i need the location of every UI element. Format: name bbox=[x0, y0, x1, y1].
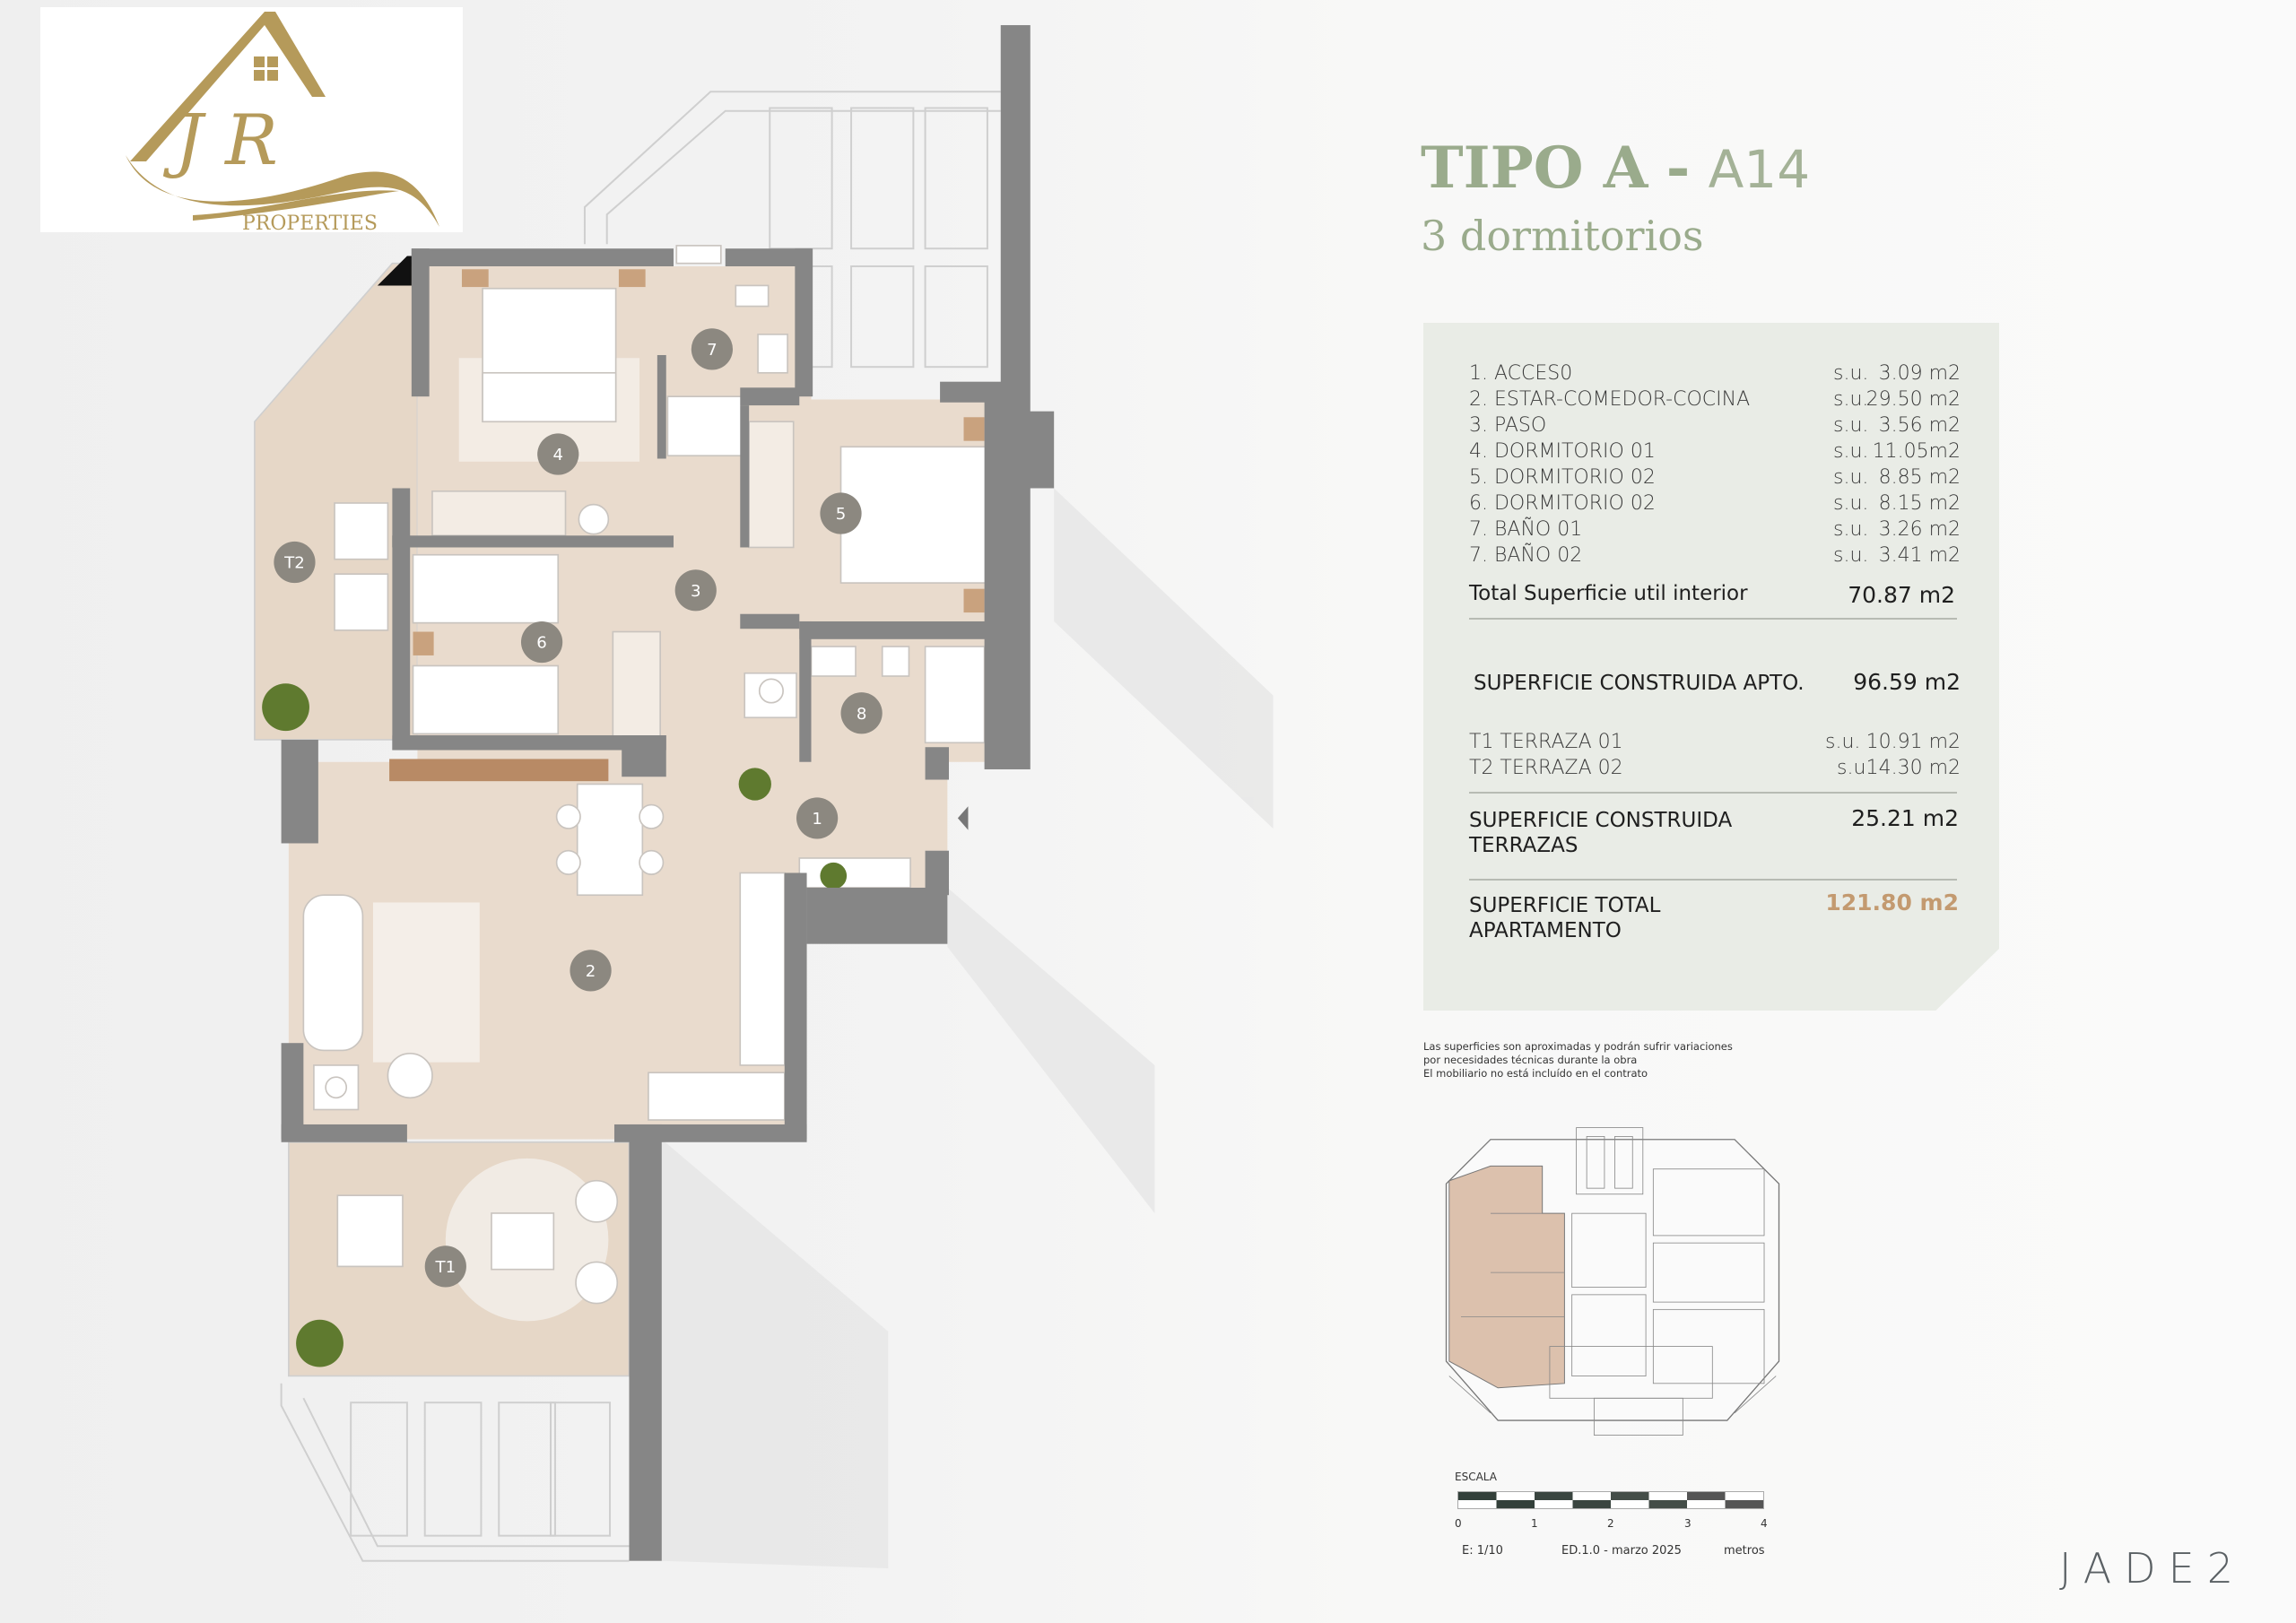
svg-text:T1: T1 bbox=[435, 1258, 457, 1277]
scale-title: ESCALA bbox=[1455, 1471, 1497, 1483]
key-plan bbox=[1445, 1127, 1780, 1436]
scale-unit: metros bbox=[1724, 1544, 1765, 1558]
scale-tick: 2 bbox=[1607, 1517, 1614, 1530]
entrance-arrow-icon bbox=[957, 806, 969, 830]
unit-code: A14 bbox=[1708, 139, 1811, 200]
svg-text:8: 8 bbox=[857, 705, 867, 724]
marker-room-8: 8 bbox=[840, 692, 883, 734]
walls bbox=[281, 25, 1055, 1561]
svg-text:7: 7 bbox=[707, 341, 718, 360]
divider bbox=[1469, 618, 1957, 620]
marker-room-6: 6 bbox=[520, 621, 563, 664]
shower bbox=[924, 646, 986, 744]
sun-shadows bbox=[661, 488, 1274, 1568]
note: Las superficies son aproximadas y podrán… bbox=[1423, 1040, 1733, 1053]
terraces-built-label: SUPERFICIE CONSTRUIDA TERRAZAS bbox=[1469, 809, 1733, 857]
unit-type: TIPO A bbox=[1421, 135, 1648, 202]
svg-text:PROPERTIES: PROPERTIES bbox=[242, 213, 378, 232]
marker-room-3: 3 bbox=[674, 569, 717, 612]
bedrooms-subtitle: 3 dormitorios bbox=[1421, 212, 1704, 260]
title-separator: - bbox=[1665, 135, 1691, 202]
bed-bedroom-5 bbox=[839, 446, 987, 584]
wardrobe bbox=[431, 490, 567, 537]
plants bbox=[262, 683, 848, 1367]
built-area-value: 96.59 m2 bbox=[1853, 669, 1961, 695]
dining-table bbox=[576, 783, 644, 897]
neighbour-outlines bbox=[280, 91, 1001, 1562]
note: El mobiliario no está incluído en el con… bbox=[1423, 1067, 1648, 1080]
marker-room-2: 2 bbox=[570, 950, 612, 992]
disclaimer-notes: Las superficies son aproximadas y podrán… bbox=[1423, 1040, 1733, 1081]
shower bbox=[666, 395, 743, 457]
terrace-table bbox=[336, 1194, 404, 1268]
svg-text:2: 2 bbox=[586, 962, 596, 981]
grand-total-label: SUPERFICIE TOTAL APARTAMENTO bbox=[1469, 894, 1661, 942]
svg-text:J R: J R bbox=[162, 100, 278, 181]
scale-tick: 4 bbox=[1761, 1517, 1768, 1530]
marker-room-5: 5 bbox=[820, 492, 862, 534]
marker-terrace-t2: T2 bbox=[274, 541, 316, 584]
marker-room-7: 7 bbox=[691, 328, 734, 370]
kitchen-counter bbox=[739, 872, 786, 1066]
svg-text:1: 1 bbox=[812, 810, 822, 829]
interior-total-row: Total Superficie util interior 70.87 m2 bbox=[1469, 582, 1955, 608]
scale-tick: 0 bbox=[1455, 1517, 1462, 1530]
bed-bedroom-6b bbox=[412, 664, 560, 735]
wardrobe bbox=[612, 630, 661, 740]
bed-bedroom-6a bbox=[412, 553, 560, 624]
jade2-brand-logo: JADE2 bbox=[2059, 1544, 2246, 1593]
svg-text:3: 3 bbox=[691, 582, 701, 601]
edition-date: ED.1.0 - marzo 2025 bbox=[1561, 1544, 1682, 1558]
marker-terrace-t1: T1 bbox=[424, 1245, 466, 1288]
sofa bbox=[302, 894, 364, 1052]
scale-ratio: E: 1/10 bbox=[1462, 1544, 1503, 1558]
svg-text:5: 5 bbox=[836, 505, 847, 524]
room-markers: 1 2 3 4 5 6 7 8 T1 T2 bbox=[274, 328, 883, 1288]
scale-tick: 3 bbox=[1684, 1517, 1692, 1530]
marker-room-1: 1 bbox=[796, 797, 839, 839]
svg-text:T2: T2 bbox=[283, 554, 305, 573]
furniture bbox=[302, 245, 987, 1322]
note: por necesidades técnicas durante la obra bbox=[1423, 1054, 1638, 1066]
unit-type-title: TIPO A - A14 bbox=[1421, 135, 1810, 202]
divider bbox=[1469, 879, 1957, 881]
svg-text:4: 4 bbox=[552, 446, 563, 464]
terraces-built-value: 25.21 m2 bbox=[1851, 805, 1959, 831]
scale-bar bbox=[1457, 1491, 1764, 1509]
built-area-label: SUPERFICIE CONSTRUIDA APTO. bbox=[1474, 672, 1805, 695]
grand-total-value: 121.80 m2 bbox=[1825, 890, 1959, 916]
divider bbox=[1469, 792, 1957, 794]
company-logo: J R PROPERTIES bbox=[40, 7, 463, 235]
scale-tick: 1 bbox=[1531, 1517, 1538, 1530]
marker-room-4: 4 bbox=[537, 433, 579, 475]
svg-text:6: 6 bbox=[536, 634, 547, 653]
wardrobe bbox=[748, 421, 795, 549]
